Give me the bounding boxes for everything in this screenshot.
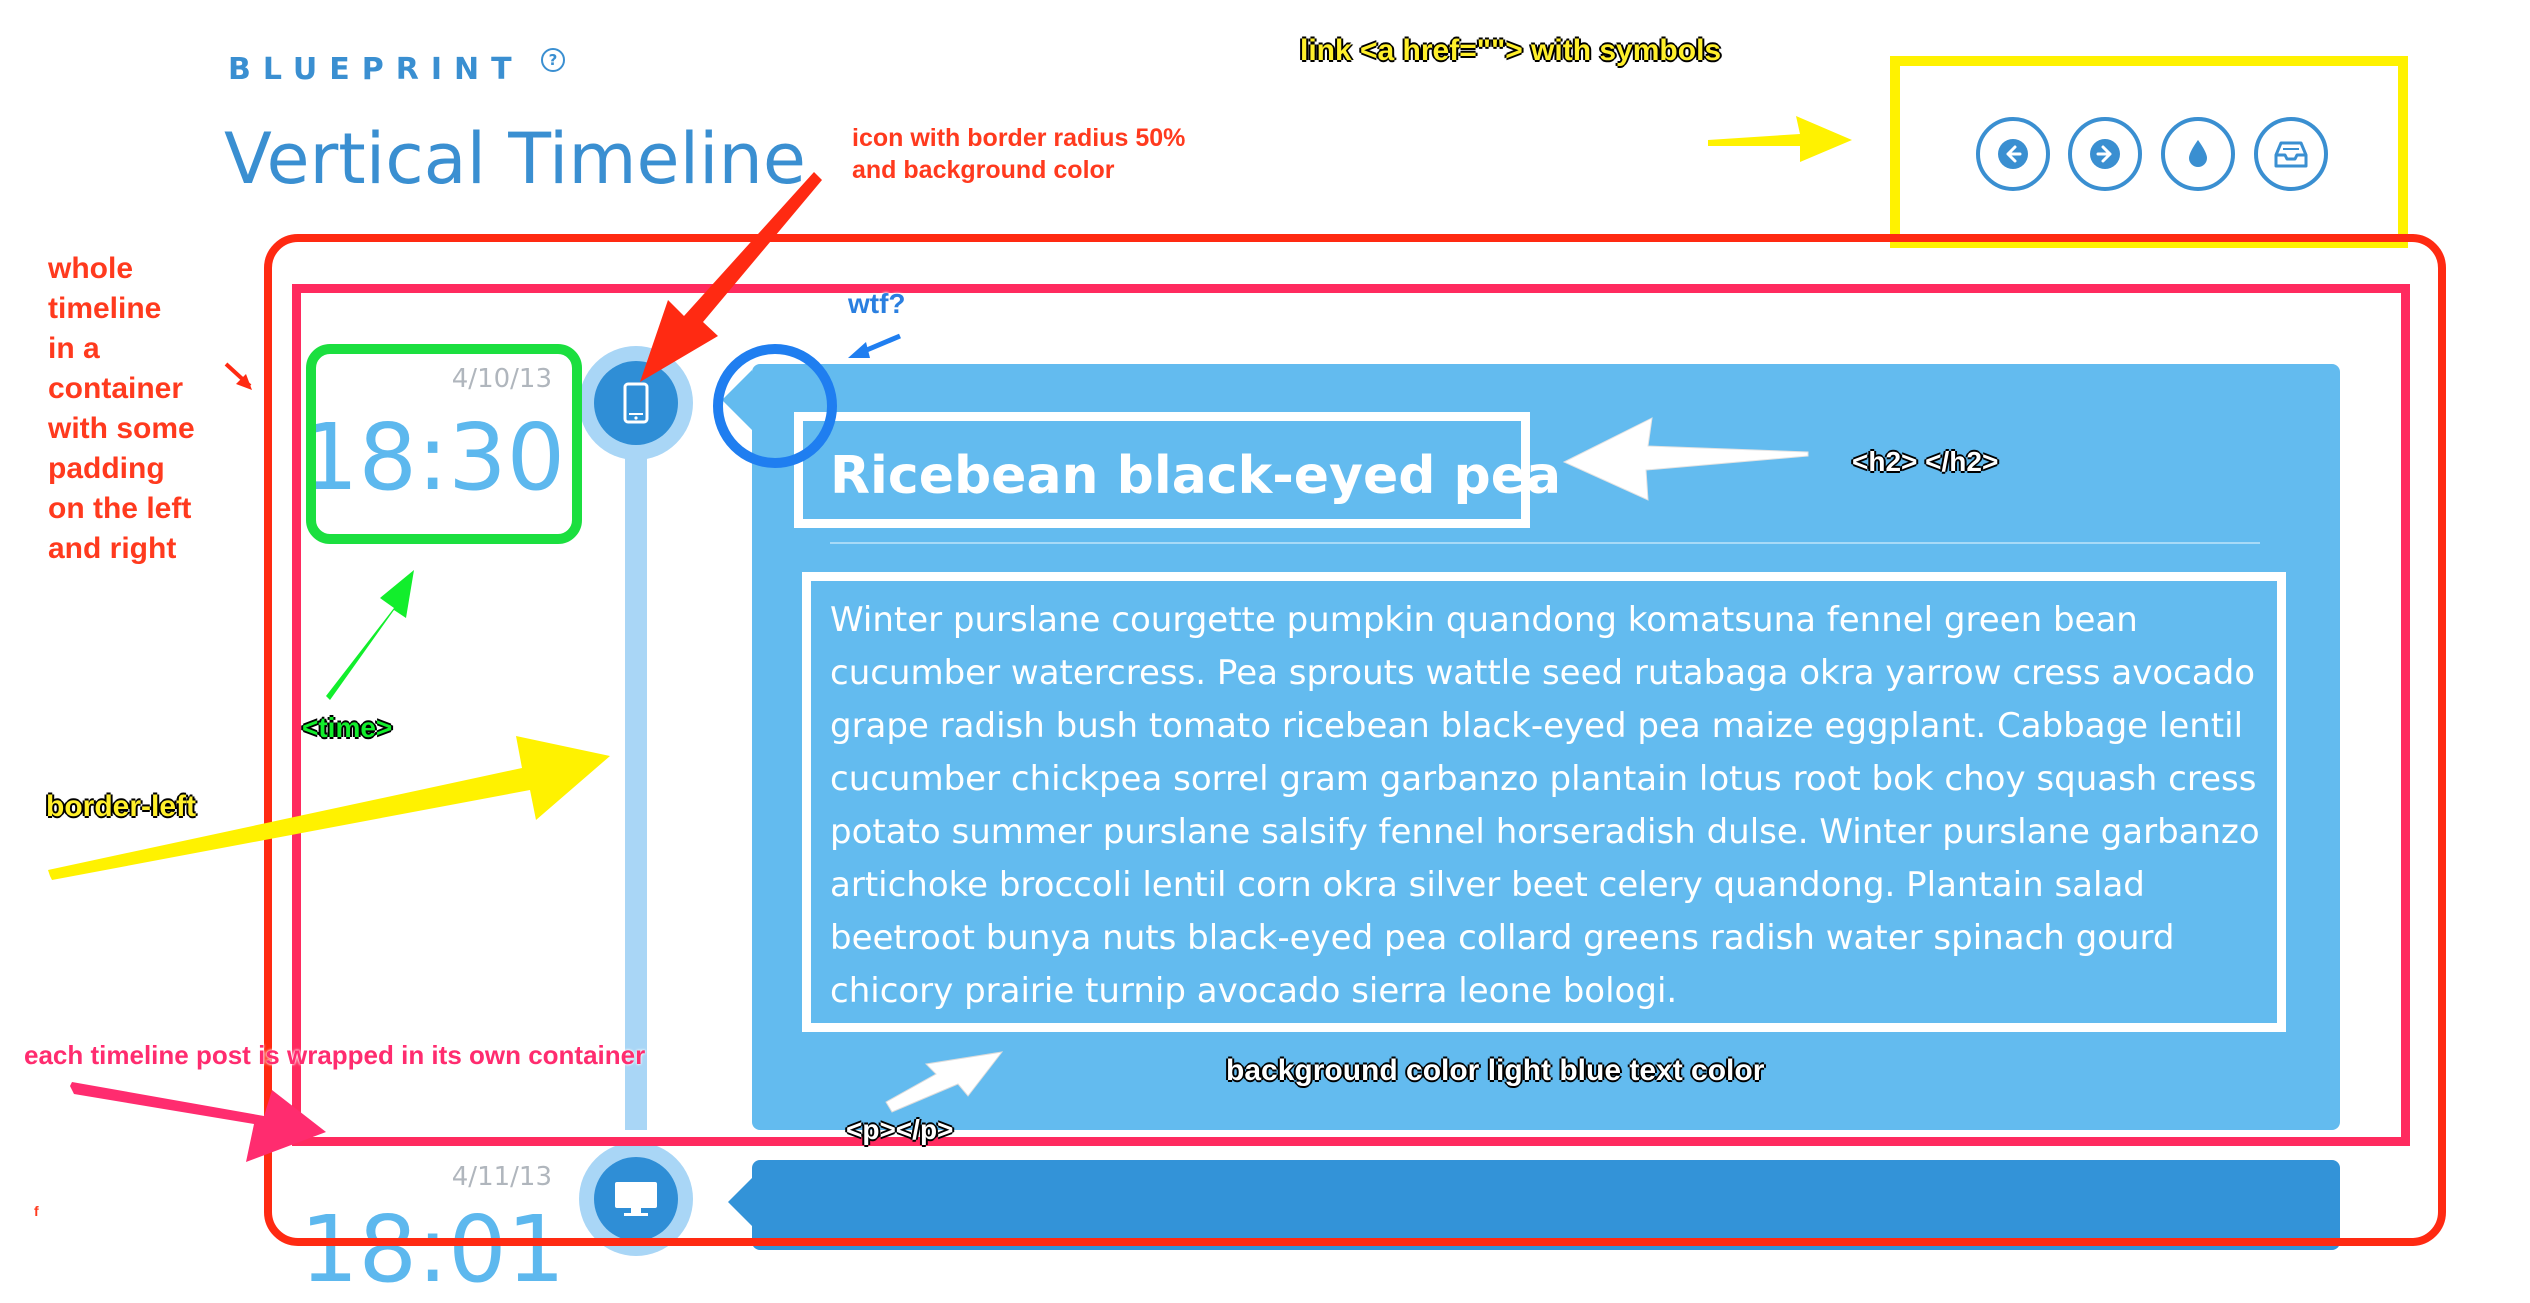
site-logo[interactable]: BLUEPRINT (228, 52, 524, 87)
annotation-container-line: padding (48, 452, 165, 485)
annotation-background: background color light blue text color (1226, 1054, 1765, 1087)
annotation-container-line: timeline (48, 292, 162, 325)
monitor-icon (615, 1182, 657, 1216)
annotation-wtf: wtf? (848, 288, 906, 319)
annotation-post-box (292, 284, 2410, 1146)
post-card-pointer (728, 1178, 752, 1226)
drop-icon (2189, 140, 2207, 167)
inbox-link[interactable] (2254, 117, 2328, 191)
page-title: Vertical Timeline (224, 118, 806, 200)
annotation-p: <p></p> (846, 1114, 954, 1145)
arrow-left-icon (1998, 139, 2028, 169)
annotation-link-label: link <a href=""> with symbols (1300, 34, 1722, 67)
annotation-container-line: container (48, 372, 184, 405)
post-card (752, 364, 2340, 1130)
annotation-icon-line1: icon with border radius 50% (852, 124, 1186, 152)
arrow-right-icon (2090, 139, 2120, 169)
post-date: 4/10/13 (451, 364, 552, 394)
post-icon (594, 1157, 678, 1241)
post-date: 4/11/13 (451, 1162, 552, 1192)
annotation-container-line: on the left (48, 492, 192, 525)
annotation-each-post: each timeline post is wrapped in its own… (24, 1040, 646, 1070)
annotation-time: <time> (302, 712, 393, 743)
mobile-icon (623, 382, 649, 424)
annotation-container-line: and right (48, 532, 177, 565)
timeline-border-left (625, 400, 647, 1130)
annotation-wtf-circle (713, 344, 837, 468)
drop-link[interactable] (2161, 117, 2235, 191)
prev-link[interactable] (1976, 117, 2050, 191)
annotation-link-box (1890, 56, 2408, 248)
post-divider (830, 542, 2260, 544)
inbox-icon (2274, 141, 2308, 168)
annotation-p-box (802, 572, 2286, 1032)
annotation-h2-box (794, 412, 1530, 528)
annotation-container-line: with some (48, 412, 195, 445)
annotation-icon-line2: and background color (852, 156, 1115, 184)
post-body: Winter purslane courgette pumpkin quando… (830, 600, 2260, 1011)
annotation-time-box (306, 344, 582, 544)
logo-help-badge: ? (541, 48, 565, 72)
post-time: 18:30 (300, 404, 566, 511)
post-title: Ricebean black-eyed pea (830, 446, 1562, 506)
annotation-border-left: border-left (46, 790, 196, 823)
next-link[interactable] (2068, 117, 2142, 191)
annotation-stray-mark: f (34, 1203, 39, 1219)
annotation-h2: <h2> </h2> (1852, 446, 1999, 477)
annotation-container-line: in a (48, 332, 100, 365)
annotation-container-line: whole (48, 252, 134, 285)
